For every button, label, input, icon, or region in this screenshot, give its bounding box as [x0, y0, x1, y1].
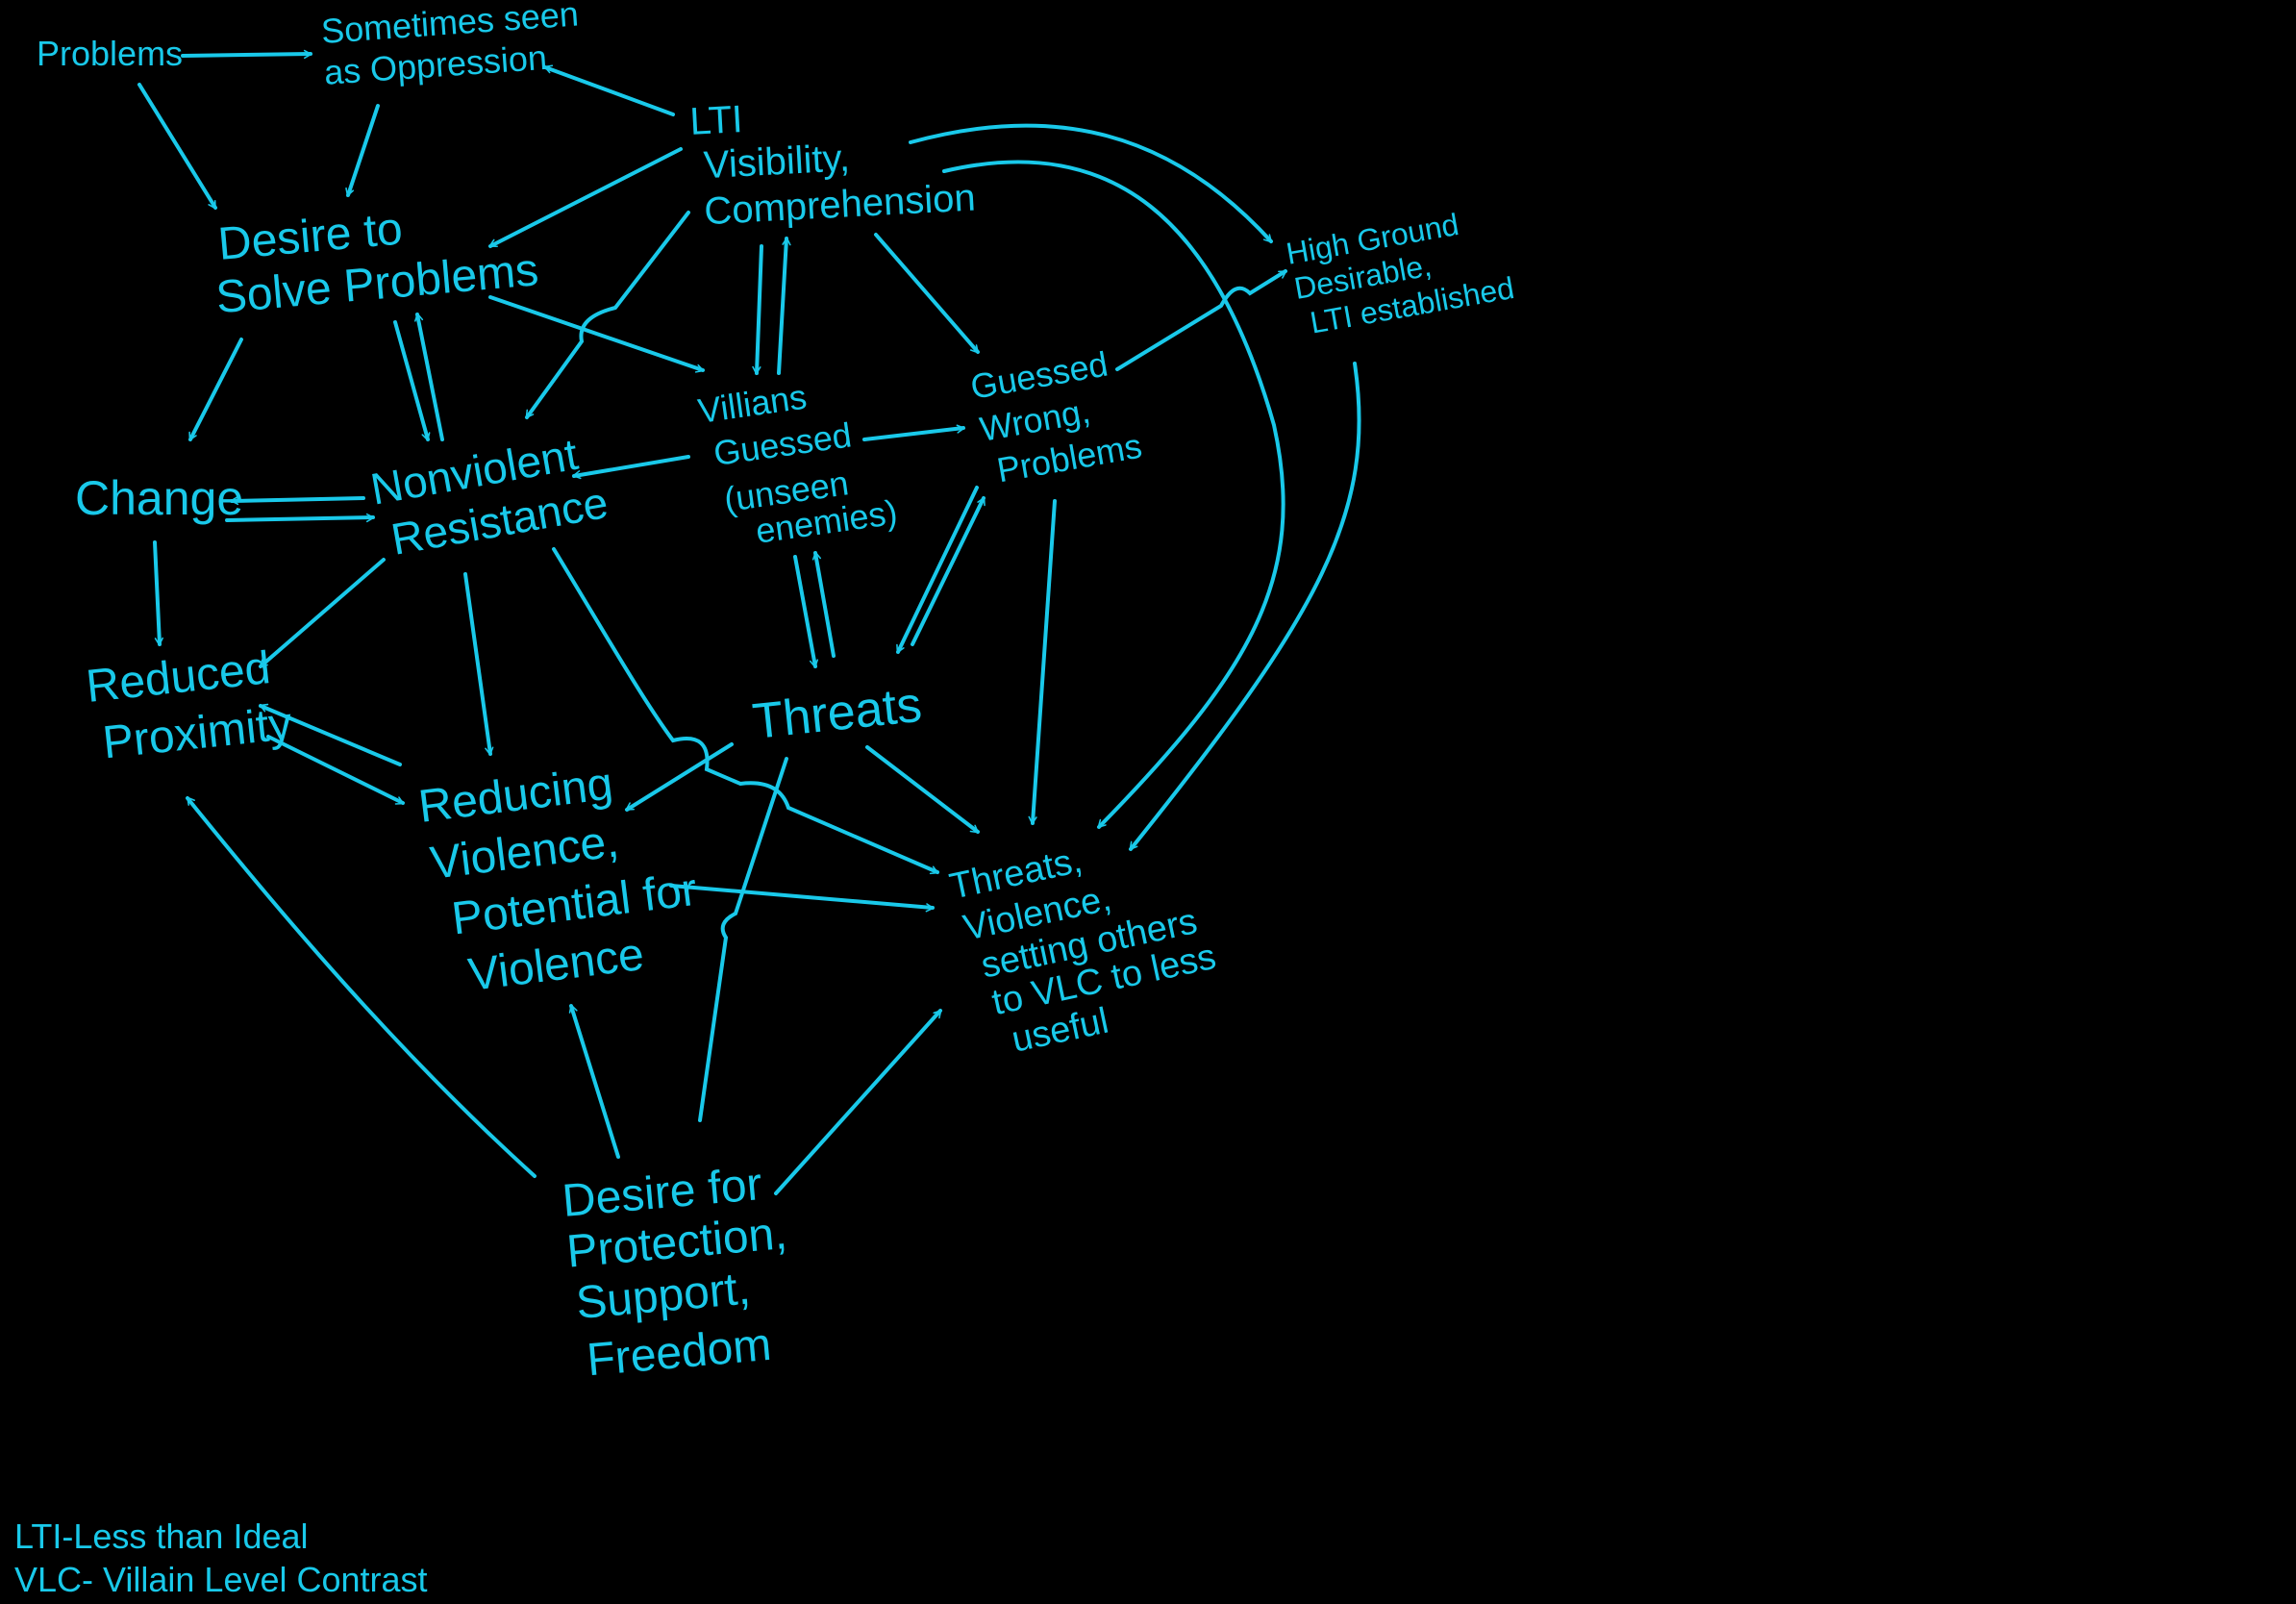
edge-nonviolent-to-reduced-proximity [259, 558, 386, 668]
node-desire-solve: Desire to Solve Problems [214, 203, 540, 323]
edge-oppression-to-desire-solve [345, 104, 380, 197]
edge-lti-to-nonviolent [525, 211, 690, 419]
edge-lti-to-threats-violence [942, 160, 1285, 829]
edge-reducing-violence-to-reduced-proximity [259, 703, 402, 766]
edge-desire-protection-to-reduced-proximity [186, 796, 537, 1178]
edge-threats-to-guessed-wrong [911, 496, 986, 646]
node-threats-violence: Threats, Violence, setting others to VLC… [946, 840, 1219, 1061]
edge-threats-to-reducing-violence [624, 742, 734, 812]
edge-threats-to-desire-protection [698, 757, 788, 1122]
node-label: Threats [750, 677, 924, 750]
node-villians: Villians Guessed (unseen enemies) [695, 377, 899, 551]
edge-desire-protection-to-threats-violence [774, 1009, 942, 1195]
edge-threats-to-villians [811, 550, 836, 658]
edge-villians-to-guessed-wrong [862, 424, 966, 441]
edge-problems-to-desire-solve [137, 83, 217, 211]
edge-villians-to-lti [777, 236, 791, 375]
node-label: LTI [688, 98, 743, 143]
node-lti-visibility: LTI Visibility, Comprehension [688, 98, 976, 234]
node-label: Problems [37, 34, 183, 73]
node-problems: Problems [37, 34, 183, 73]
edge-desire-solve-to-change [188, 338, 243, 441]
edge-lti-to-desire-solve [487, 147, 683, 248]
edge-villians-to-threats [793, 555, 819, 669]
legend: LTI-Less than Ideal VLC- Villain Level C… [14, 1516, 428, 1599]
edge-desire-solve-to-nonviolent [393, 320, 431, 442]
node-oppression: Sometimes seen as Oppression [320, 0, 580, 92]
edge-guessed-wrong-to-threats-violence [1028, 499, 1057, 826]
edge-desire-solve-to-villians [488, 295, 705, 373]
node-guessed-wrong: Guessed Wrong, Problems [967, 343, 1144, 489]
edge-nonviolent-to-reducing-violence [463, 572, 494, 757]
node-nonviolent: Nonviolent Resistance [367, 429, 612, 564]
edge-guessed-wrong-to-threats [896, 486, 979, 654]
edge-guessed-wrong-to-high-ground [1115, 269, 1288, 371]
node-desire-protection: Desire for Protection, Support, Freedom [561, 1159, 789, 1387]
edge-problems-to-oppression [181, 49, 313, 60]
edge-nonviolent-to-change [229, 495, 365, 506]
edge-threats-to-threats-violence [865, 745, 980, 834]
edge-nonviolent-to-desire-solve [414, 312, 444, 441]
node-change: Change [75, 471, 243, 525]
node-label: Freedom [585, 1319, 773, 1387]
edge-nonviolent-to-threats-violence [552, 547, 939, 875]
node-high-ground: High Ground Desirable, LTI established [1284, 207, 1516, 340]
node-label: Comprehension [703, 177, 976, 234]
edge-lti-to-villians [752, 244, 763, 376]
edge-change-to-nonviolent [225, 513, 376, 523]
edge-lti-to-high-ground [909, 123, 1273, 243]
edge-change-to-reduced-proximity [153, 540, 163, 647]
edge-reduced-proximity-to-reducing-violence [266, 735, 405, 805]
node-label: Guessed [967, 343, 1111, 406]
node-label: Visibility, [703, 137, 851, 187]
legend-vlc: VLC- Villain Level Contrast [14, 1560, 428, 1599]
node-label: Proximity [100, 698, 294, 768]
edge-desire-protection-to-reducing-violence [568, 1003, 620, 1159]
node-threats: Threats [750, 677, 924, 750]
edge-high-ground-to-threats-violence [1129, 362, 1361, 851]
edge-reducing-violence-to-threats-violence [669, 884, 936, 913]
node-label: Change [75, 471, 243, 525]
edge-lti-to-oppression [543, 64, 675, 116]
edges [137, 49, 1361, 1195]
edge-lti-to-guessed-wrong [874, 233, 980, 354]
node-reduced-proximity: Reduced Proximity [84, 642, 294, 768]
legend-lti: LTI-Less than Ideal [14, 1516, 309, 1556]
edge-villians-to-nonviolent [571, 455, 690, 480]
